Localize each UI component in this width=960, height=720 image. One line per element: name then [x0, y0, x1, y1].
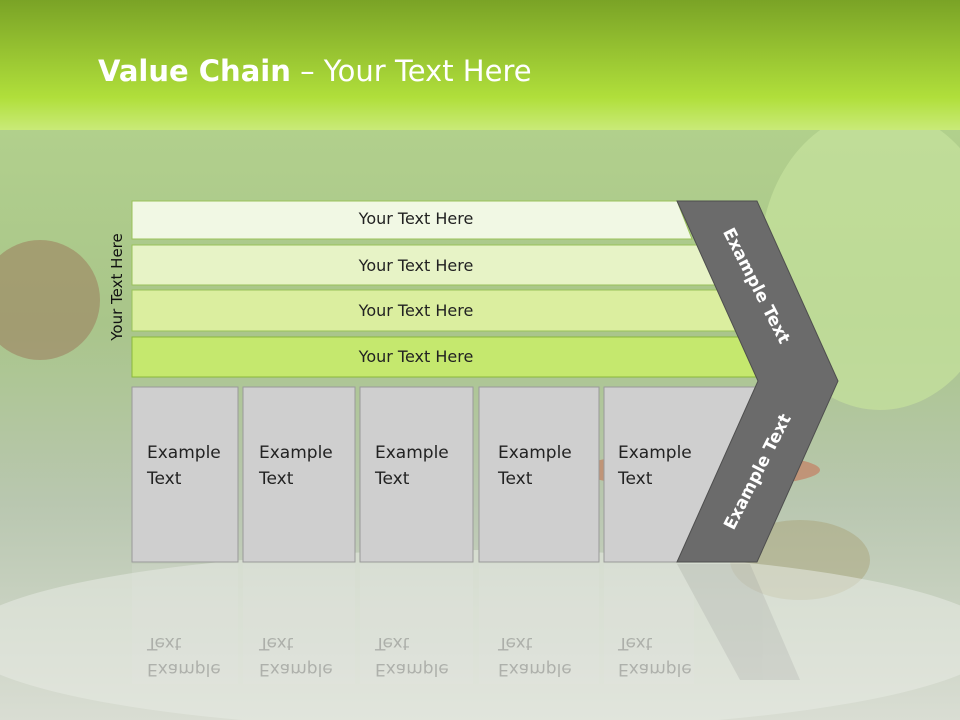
box-1-reflection-line1: Example — [147, 659, 221, 679]
box-4-reflection-line1: Example — [498, 659, 572, 679]
box-4-line1: Example — [498, 443, 572, 463]
box-3-reflection: Example Text — [375, 630, 449, 682]
reflection — [132, 564, 800, 684]
bar-2-label: Your Text Here — [358, 256, 474, 275]
box-3-reflection-line1: Example — [375, 659, 449, 679]
box-5-reflection-line1: Example — [618, 659, 692, 679]
box-4-reflection: Example Text — [498, 630, 572, 682]
box-2-line2: Text — [259, 469, 294, 489]
box-4-text: Example Text — [498, 440, 572, 492]
box-3 — [359, 386, 474, 563]
box-2-reflection: Example Text — [259, 630, 333, 682]
box-1-line2: Text — [147, 469, 182, 489]
page-title: Value Chain – Your Text Here — [98, 54, 532, 88]
title-rest: – Your Text Here — [300, 54, 532, 88]
bar-3-label: Your Text Here — [358, 301, 474, 320]
box-1-text: Example Text — [147, 440, 221, 492]
box-1 — [131, 386, 239, 563]
box-2-reflection-line1: Example — [259, 659, 333, 679]
box-4-reflection-line2: Text — [498, 633, 533, 653]
box-4 — [478, 386, 600, 563]
box-2-text: Example Text — [259, 440, 333, 492]
box-3-text: Example Text — [375, 440, 449, 492]
box-5-line1: Example — [618, 443, 692, 463]
box-2 — [242, 386, 356, 563]
title-bold: Value Chain — [98, 54, 291, 88]
box-2-reflection-line2: Text — [259, 633, 294, 653]
box-3-line2: Text — [375, 469, 410, 489]
box-5-reflection-line2: Text — [618, 633, 653, 653]
box-5-reflection: Example Text — [618, 630, 692, 682]
box-3-reflection-line2: Text — [375, 633, 410, 653]
box-5-text: Example Text — [618, 440, 692, 492]
bar-1 — [131, 200, 693, 240]
box-1-reflection: Example Text — [147, 630, 221, 682]
box-3-line1: Example — [375, 443, 449, 463]
bar-1-label: Your Text Here — [358, 209, 474, 228]
box-1-line1: Example — [147, 443, 221, 463]
box-4-line2: Text — [498, 469, 533, 489]
box-2-line1: Example — [259, 443, 333, 463]
box-5-line2: Text — [618, 469, 653, 489]
box-1-reflection-line2: Text — [147, 633, 182, 653]
bar-4-label: Your Text Here — [358, 347, 474, 366]
chevron-arrow — [676, 200, 839, 563]
